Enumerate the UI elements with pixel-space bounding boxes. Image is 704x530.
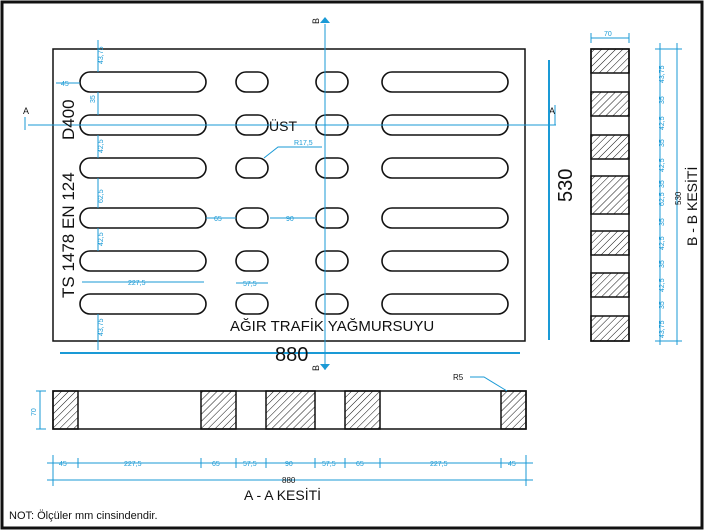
- slot-long-left-4: [79, 207, 207, 229]
- bb-dim-12: 35: [659, 301, 666, 309]
- top-label: ÜST: [269, 117, 297, 134]
- aa-dim-total: 880: [282, 476, 296, 485]
- bb-dim-2: 35: [659, 96, 666, 104]
- aa-dim-5: 90: [285, 461, 293, 468]
- bb-dim-5: 42,5: [659, 158, 666, 172]
- bb-dim-7: 62,5: [659, 192, 666, 206]
- slot-short-a-1: [235, 71, 269, 93]
- grate-plan-outline: [52, 48, 526, 342]
- slot-long-right-5: [381, 250, 509, 272]
- radius-leader: [263, 146, 322, 159]
- dim-gap-65: 65: [214, 216, 222, 223]
- section-mark-a-right: A: [549, 106, 555, 116]
- bb-dim-11: 42,5: [659, 278, 666, 292]
- aa-dim-7: 65: [356, 461, 364, 468]
- standard-label: TS 1478 EN 124: [59, 172, 78, 298]
- slot-long-left-5: [79, 250, 207, 272]
- slot-short-a-3: [235, 157, 269, 179]
- slot-short-b-1: [315, 71, 349, 93]
- slot-long-left-1: [79, 71, 207, 93]
- slot-short-b-3: [315, 157, 349, 179]
- aa-section-title: A - A KESİTİ: [244, 486, 321, 503]
- slot-long-right-4: [381, 207, 509, 229]
- aa-dim-9: 45: [508, 461, 516, 468]
- slot-long-right-1: [381, 71, 509, 93]
- dim-spacing: 42,5: [98, 139, 105, 153]
- product-label: AĞIR TRAFİK YAĞMURSUYU: [230, 317, 434, 335]
- bb-section-title: B - B KESİTİ: [683, 167, 700, 246]
- slot-short-b-4: [315, 207, 349, 229]
- dim-top-margin: 43,75: [98, 46, 105, 64]
- bb-dim-6: 35: [659, 180, 666, 188]
- dim-530: 530: [555, 169, 577, 202]
- bb-dim-10: 35: [659, 260, 666, 268]
- dim-gap-90: 90: [286, 216, 294, 223]
- r5-leader: [470, 376, 508, 392]
- dim-center-spacing: 62,5: [98, 189, 105, 203]
- section-lines: [24, 17, 556, 370]
- dim-left-margin: 45: [61, 81, 69, 88]
- dim-slot-width: 35: [90, 95, 97, 103]
- dim-bottom-margin: 43,75: [98, 318, 105, 336]
- slot-short-a-5: [235, 250, 269, 272]
- slot-long-right-6: [381, 293, 509, 315]
- section-mark-b-top: B: [311, 18, 321, 24]
- slot-short-b-6: [315, 293, 349, 315]
- section-mark-a-left: A: [23, 106, 29, 116]
- bb-dim-4: 35: [659, 139, 666, 147]
- section-mark-b-bottom: B: [311, 365, 321, 371]
- units-note: NOT: Ölçüler mm cinsindendir.: [9, 510, 158, 522]
- slot-long-right-3: [381, 157, 509, 179]
- bb-dim-13: 43,75: [659, 320, 666, 338]
- aa-dim-8: 227,5: [430, 461, 448, 468]
- aa-dim-2: 227,5: [124, 461, 142, 468]
- bb-dim-9: 42,5: [659, 236, 666, 250]
- bb-dim-3: 42,5: [659, 116, 666, 130]
- bb-dim-8: 35: [659, 218, 666, 226]
- aa-hatched-ribs: [52, 390, 527, 430]
- dim-spacing-2: 42,5: [98, 232, 105, 246]
- aa-dim-height: 70: [31, 408, 38, 416]
- bb-hatched-ribs: [590, 48, 630, 342]
- slot-short-a-6: [235, 293, 269, 315]
- aa-dimension-chain: [47, 455, 533, 486]
- bb-dim-width: 70: [604, 31, 612, 38]
- section-arrow-b-top: [320, 17, 330, 23]
- dim-880: 880: [275, 344, 308, 366]
- aa-dim-6: 57,5: [322, 461, 336, 468]
- dim-long-slot: 227,5: [128, 280, 146, 287]
- slot-short-a-4: [235, 207, 269, 229]
- section-arrow-b-bottom: [320, 364, 330, 370]
- bb-dim-1: 43,75: [659, 65, 666, 83]
- aa-dim-1: 45: [59, 461, 67, 468]
- aa-dim-4: 57,5: [243, 461, 257, 468]
- load-class-label: D400: [59, 99, 78, 140]
- slot-short-b-5: [315, 250, 349, 272]
- slot-long-left-3: [79, 157, 207, 179]
- dim-short-slot: 57,5: [243, 281, 257, 288]
- aa-dim-3: 65: [212, 461, 220, 468]
- bb-dim-total: 530: [674, 191, 683, 205]
- radius-label-r175: R17,5: [294, 140, 313, 147]
- grate-slots: [79, 71, 509, 315]
- bb-dimension-chain: [655, 43, 682, 345]
- plan-dimensions: [56, 40, 316, 350]
- slot-long-left-6: [79, 293, 207, 315]
- radius-label-r5: R5: [453, 373, 464, 382]
